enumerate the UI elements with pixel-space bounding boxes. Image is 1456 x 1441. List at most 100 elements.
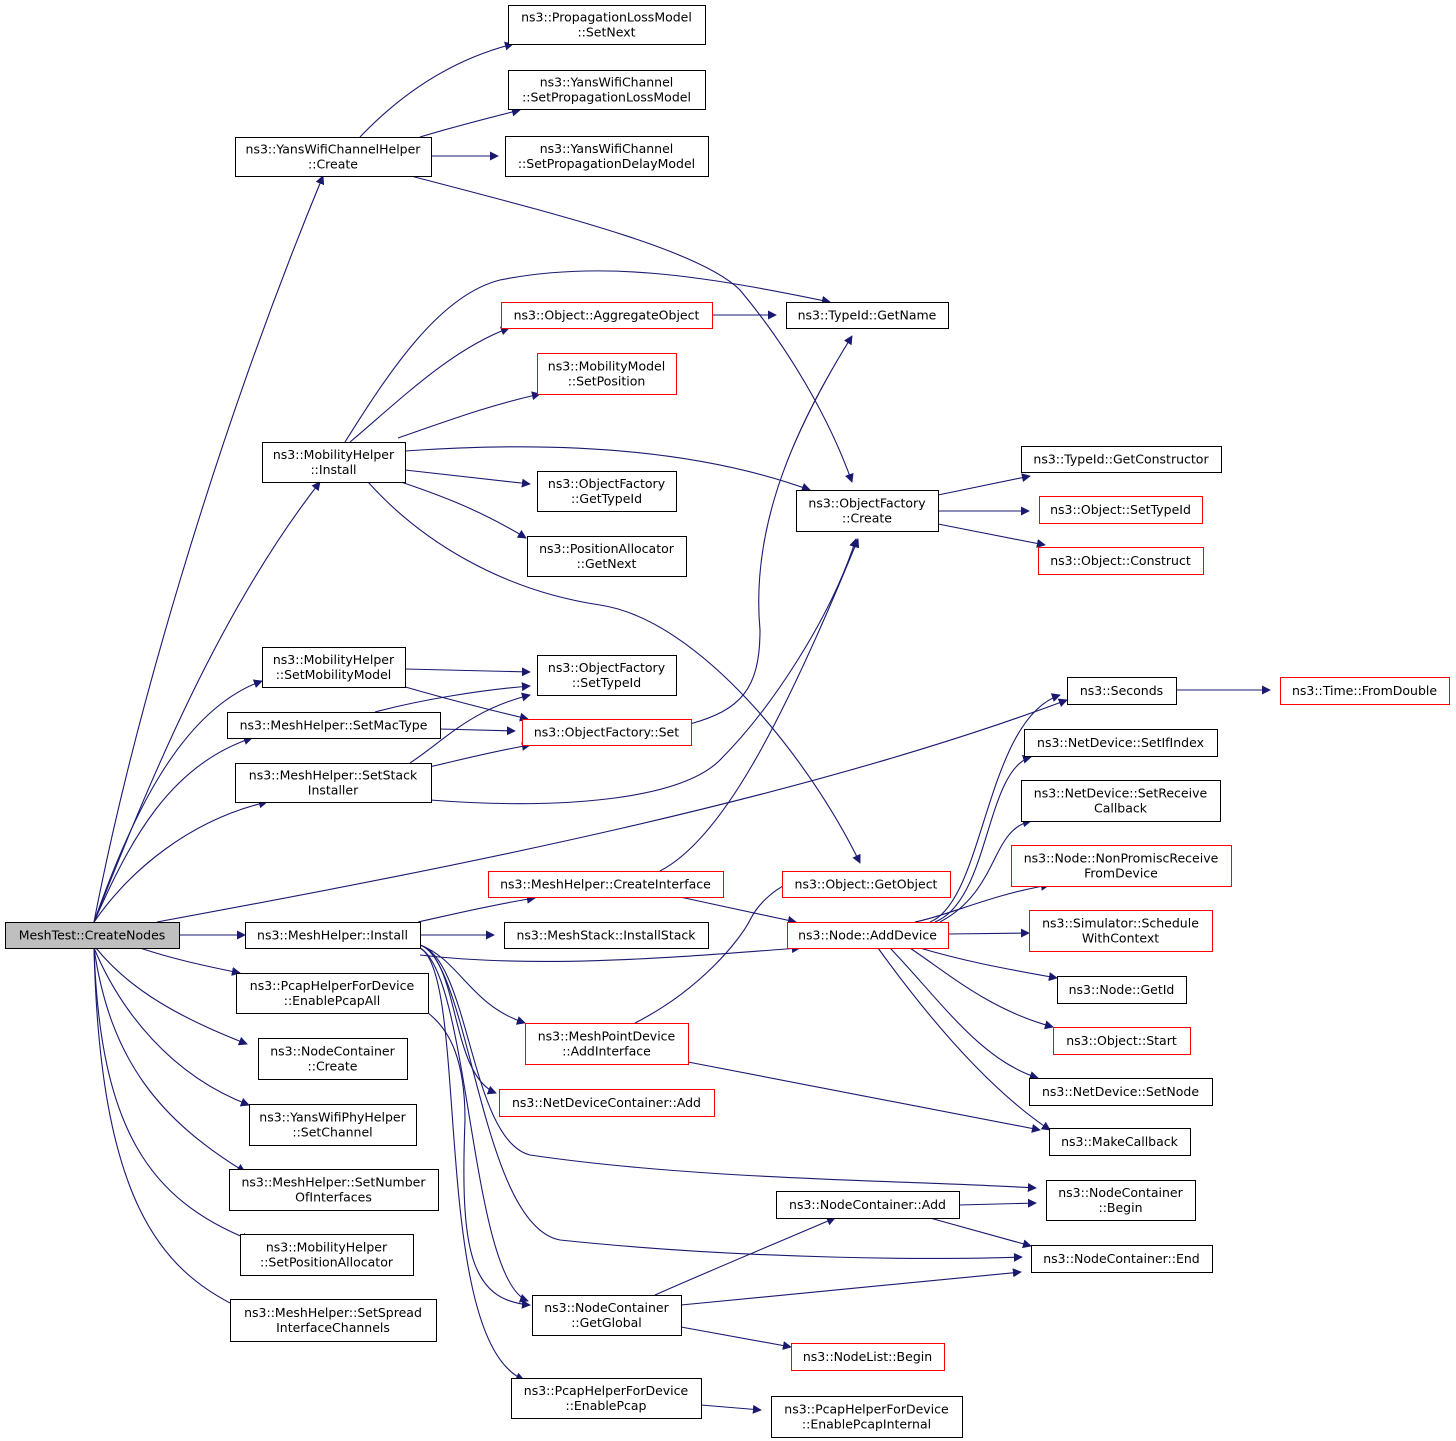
node-label: WithContext — [1082, 931, 1159, 946]
function-node[interactable]: ns3::YansWifiChannel::SetPropagationLoss… — [508, 70, 706, 110]
function-node[interactable]: ns3::MobilityHelper::Install — [262, 442, 406, 483]
function-node[interactable]: ns3::TypeId::GetConstructor — [1021, 446, 1222, 473]
node-box — [511, 1378, 702, 1419]
node-label: ns3::ObjectFactory — [548, 660, 666, 675]
function-node[interactable]: ns3::NodeList::Begin — [791, 1343, 945, 1371]
node-label: ns3::MobilityHelper — [266, 1240, 388, 1255]
node-label: ns3::Object::Construct — [1050, 553, 1191, 568]
function-node[interactable]: ns3::NetDeviceContainer::Add — [499, 1089, 715, 1117]
node-label: ::GetTypeId — [571, 491, 642, 506]
node-label: ns3::MeshHelper::Install — [257, 928, 408, 943]
node-label: ::AddInterface — [562, 1044, 651, 1059]
function-node[interactable]: ns3::ObjectFactory::Set — [522, 719, 692, 746]
node-box — [229, 1169, 439, 1211]
function-node[interactable]: ns3::PropagationLossModel::SetNext — [508, 5, 706, 45]
node-label: ::SetPosition — [568, 374, 646, 389]
function-node[interactable]: ns3::Object::SetTypeId — [1039, 496, 1203, 524]
call-edge — [680, 1268, 1022, 1306]
node-label: ns3::NetDeviceContainer::Add — [512, 1095, 701, 1110]
function-node[interactable]: ns3::Seconds — [1067, 677, 1177, 705]
node-box — [525, 1023, 689, 1065]
node-label: ns3::Object::AggregateObject — [514, 308, 700, 323]
node-box — [527, 536, 687, 577]
node-label: ns3::NodeContainer::End — [1043, 1251, 1199, 1266]
node-label: ::EnablePcap — [565, 1398, 646, 1413]
call-edge — [919, 947, 1058, 982]
node-label: ns3::YansWifiPhyHelper — [259, 1110, 406, 1125]
node-box — [227, 712, 441, 739]
node-label: ::Create — [308, 157, 358, 172]
function-node[interactable]: ns3::PcapHelperForDevice::EnablePcap — [511, 1378, 702, 1419]
function-node[interactable]: ns3::ObjectFactory::SetTypeId — [537, 655, 677, 696]
function-node[interactable]: ns3::NetDevice::SetNode — [1029, 1078, 1213, 1106]
call-edge — [401, 685, 529, 722]
node-label: ns3::NodeContainer — [544, 1300, 669, 1315]
function-node[interactable]: ns3::Object::Start — [1053, 1027, 1191, 1055]
function-node[interactable]: ns3::MobilityHelper::SetPositionAllocato… — [240, 1234, 414, 1276]
node-box — [1046, 1180, 1196, 1221]
function-node[interactable]: ns3::Object::GetObject — [782, 871, 951, 898]
function-node[interactable]: ns3::MeshHelper::SetMacType — [227, 712, 441, 739]
function-node[interactable]: ns3::YansWifiPhyHelper::SetChannel — [249, 1104, 417, 1146]
node-box — [1053, 1027, 1191, 1055]
function-node[interactable]: ns3::MakeCallback — [1049, 1128, 1191, 1156]
node-label: Callback — [1094, 801, 1148, 816]
function-node[interactable]: ns3::MeshHelper::Install — [245, 922, 421, 949]
function-node[interactable]: ns3::MeshStack::InstallStack — [504, 922, 709, 949]
node-label: ns3::MeshHelper::SetStack — [249, 768, 418, 783]
node-label: FromDevice — [1084, 866, 1158, 881]
function-node[interactable]: ns3::NetDevice::SetIfIndex — [1024, 729, 1218, 757]
node-label: ns3::MakeCallback — [1061, 1134, 1179, 1149]
call-edge — [424, 741, 531, 769]
node-label: ::SetPropagationDelayModel — [518, 156, 695, 171]
function-node[interactable]: ns3::YansWifiChannel::SetPropagationDela… — [505, 136, 709, 177]
call-edge — [427, 1012, 531, 1309]
node-label: ::Install — [310, 462, 356, 477]
node-box — [786, 302, 949, 329]
function-node[interactable]: ns3::PcapHelperForDevice::EnablePcapAll — [236, 973, 429, 1014]
function-node[interactable]: ns3::NodeContainer::Create — [258, 1038, 408, 1080]
function-node[interactable]: ns3::NodeContainer::Begin — [1046, 1180, 1196, 1221]
call-edge — [947, 928, 1030, 938]
call-edge — [419, 944, 1037, 1193]
call-edge — [93, 799, 268, 923]
node-label: ns3::MeshPointDevice — [538, 1029, 676, 1044]
node-label: ::Create — [842, 511, 892, 526]
function-node[interactable]: ns3::MeshPointDevice::AddInterface — [525, 1023, 689, 1065]
function-node[interactable]: ns3::Object::Construct — [1038, 547, 1204, 575]
node-label: ::Create — [308, 1059, 358, 1074]
function-node[interactable]: ns3::NodeContainer::End — [1031, 1245, 1213, 1273]
function-node[interactable]: ns3::NodeContainer::GetGlobal — [532, 1295, 682, 1336]
function-node[interactable]: ns3::PositionAllocator::GetNext — [527, 536, 687, 577]
function-node[interactable]: ns3::MobilityHelper::SetMobilityModel — [262, 647, 406, 688]
node-box — [262, 647, 406, 688]
function-node[interactable]: ns3::Node::GetId — [1057, 976, 1187, 1004]
function-node[interactable]: ns3::NodeContainer::Add — [776, 1191, 960, 1219]
call-edge — [359, 41, 514, 138]
node-box — [1067, 677, 1177, 705]
function-node[interactable]: ns3::ObjectFactory::Create — [796, 490, 939, 532]
call-edge — [419, 944, 1023, 1262]
function-node[interactable]: ns3::TypeId::GetName — [786, 302, 949, 329]
function-node[interactable]: ns3::YansWifiChannelHelper::Create — [235, 137, 432, 177]
function-node[interactable]: ns3::Object::AggregateObject — [501, 302, 713, 329]
function-node[interactable]: ns3::ObjectFactory::GetTypeId — [537, 471, 677, 512]
node-box — [537, 471, 677, 512]
function-node[interactable]: ns3::PcapHelperForDevice::EnablePcapInte… — [771, 1396, 963, 1438]
function-node[interactable]: ns3::MeshHelper::CreateInterface — [488, 871, 724, 898]
call-edge — [93, 175, 325, 923]
node-label: ns3::NodeContainer::Add — [789, 1197, 946, 1212]
node-box — [501, 302, 713, 329]
call-edge — [93, 736, 253, 923]
function-node[interactable]: ns3::Time::FromDouble — [1280, 677, 1450, 705]
function-node[interactable]: ns3::Node::AddDevice — [787, 922, 949, 949]
node-label: ns3::MeshStack::InstallStack — [517, 928, 697, 943]
function-node[interactable]: ns3::MobilityModel::SetPosition — [537, 353, 677, 395]
function-node[interactable]: ns3::MeshHelper::SetSpreadInterfaceChann… — [230, 1299, 437, 1342]
node-box — [532, 1295, 682, 1336]
